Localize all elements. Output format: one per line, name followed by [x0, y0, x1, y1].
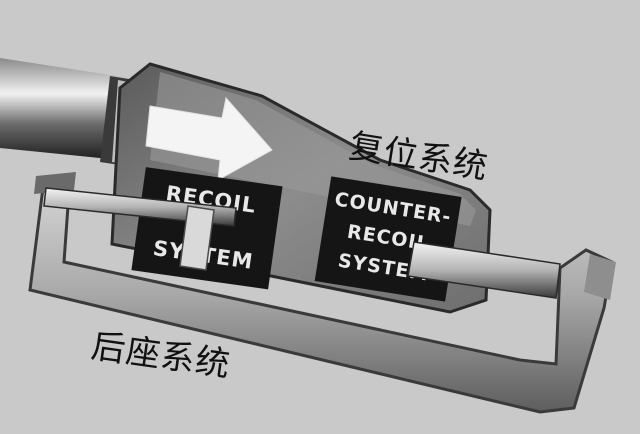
cradle-frame: [28, 172, 616, 414]
recoil-rod: [43, 187, 237, 271]
counter-recoil-rod: [407, 241, 561, 299]
recoil-direction-arrow: [145, 96, 273, 181]
counter-recoil-system-plate: COUNTER- RECOIL SYSTEM: [314, 176, 462, 302]
